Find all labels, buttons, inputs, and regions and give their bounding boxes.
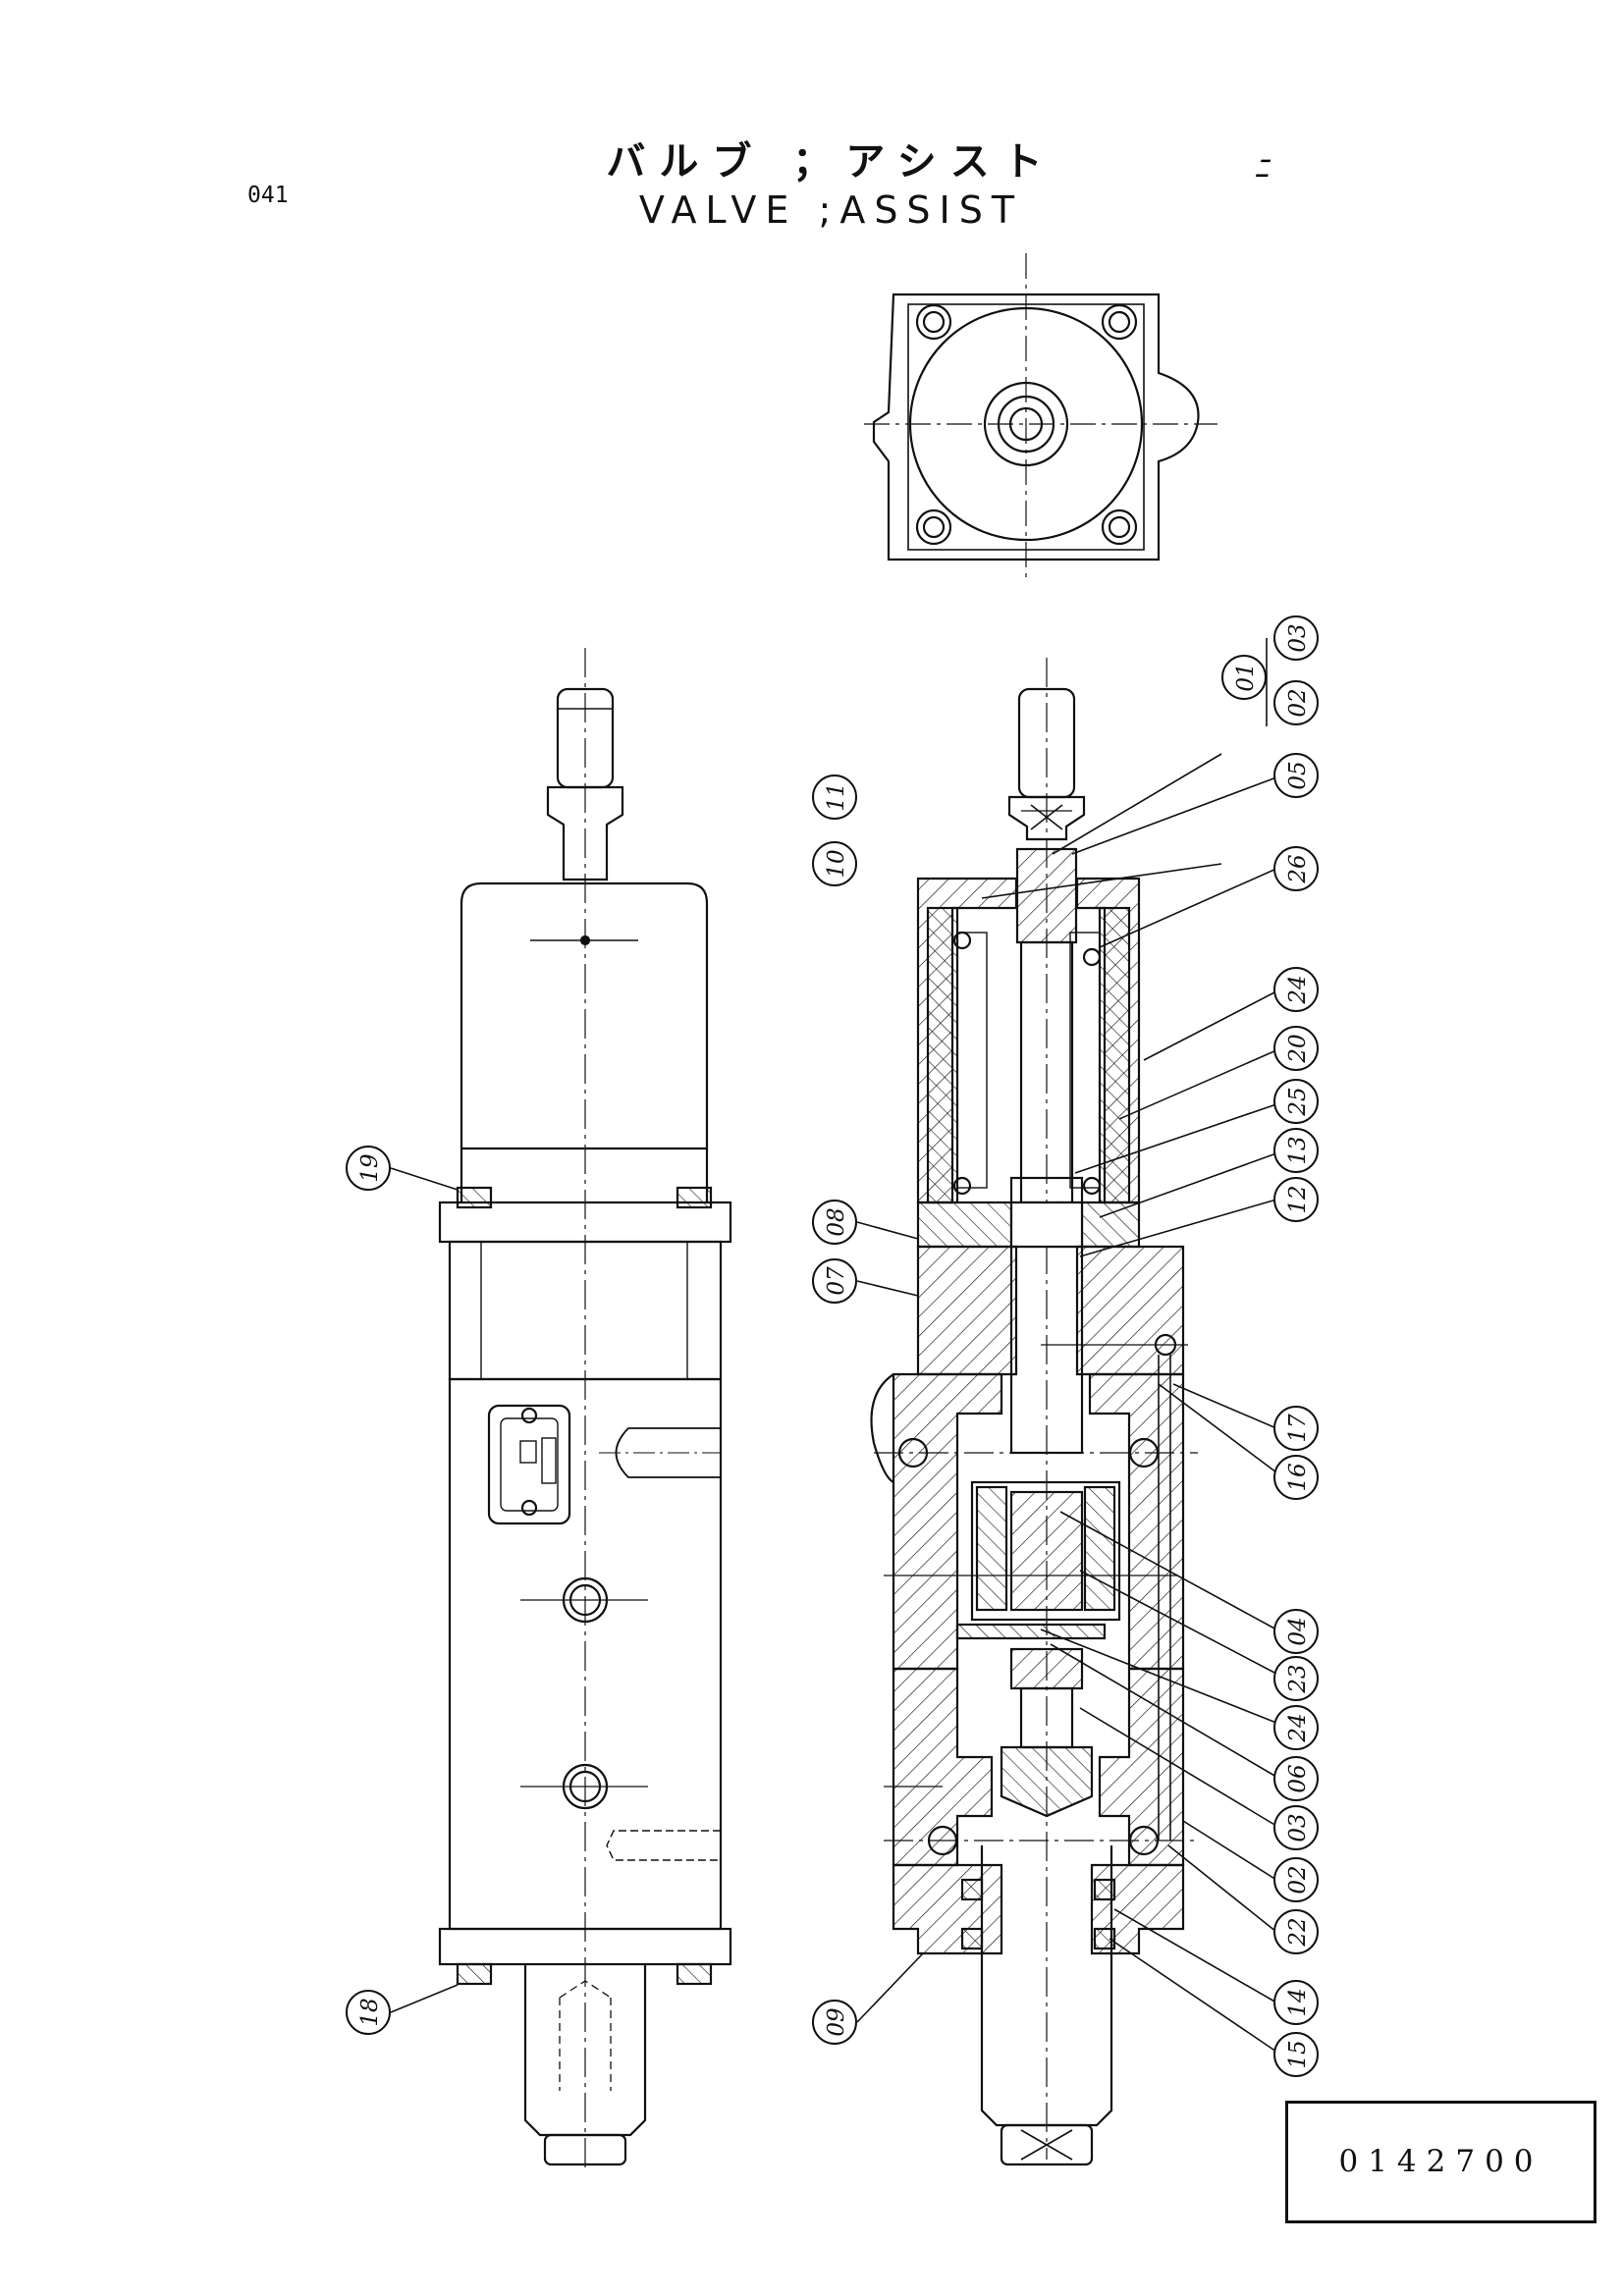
svg-text:24: 24 bbox=[1285, 1713, 1311, 1742]
callout-02-lower: 02 bbox=[1273, 1857, 1319, 1902]
svg-text:07: 07 bbox=[824, 1266, 849, 1296]
svg-text:26: 26 bbox=[1285, 854, 1311, 883]
svg-text:13: 13 bbox=[1285, 1136, 1311, 1164]
callout-18: 18 bbox=[346, 1990, 391, 2035]
svg-text:17: 17 bbox=[1285, 1414, 1311, 1443]
title-japanese: バルブ ；アシスト bbox=[606, 139, 1056, 185]
callout-14: 14 bbox=[1273, 1980, 1319, 2025]
svg-text:11: 11 bbox=[824, 782, 849, 811]
callout-04-right: 04 bbox=[1273, 1609, 1319, 1654]
callout-16: 16 bbox=[1273, 1455, 1319, 1500]
leader-lines bbox=[390, 674, 1277, 2053]
callout-06: 06 bbox=[1273, 1756, 1319, 1801]
section-view bbox=[870, 658, 1198, 2166]
callout-13: 13 bbox=[1273, 1128, 1319, 1173]
callout-22: 22 bbox=[1273, 1909, 1319, 1954]
callout-11-top: 11 bbox=[812, 774, 857, 820]
svg-text:22: 22 bbox=[1285, 1917, 1311, 1947]
callout-17: 17 bbox=[1273, 1406, 1319, 1451]
callout-10: 10 bbox=[812, 841, 857, 886]
callout-15: 15 bbox=[1273, 2032, 1319, 2077]
callout-09: 09 bbox=[812, 2000, 857, 2045]
svg-text:16: 16 bbox=[1285, 1463, 1311, 1491]
callout-24-lower: 24 bbox=[1273, 1705, 1319, 1750]
svg-text:10: 10 bbox=[824, 849, 849, 878]
svg-text:12: 12 bbox=[1285, 1185, 1311, 1213]
callout-12: 12 bbox=[1273, 1177, 1319, 1222]
svg-text:18: 18 bbox=[357, 1998, 383, 2026]
page-number: 041 bbox=[247, 183, 289, 208]
callout-05: 05 bbox=[1273, 753, 1319, 798]
callout-08: 08 bbox=[812, 1200, 857, 1245]
svg-text:19: 19 bbox=[357, 1153, 383, 1182]
svg-text:02: 02 bbox=[1285, 1865, 1311, 1894]
callout-25: 25 bbox=[1273, 1079, 1319, 1124]
svg-text:23: 23 bbox=[1285, 1664, 1311, 1693]
callout-01: 01 bbox=[1221, 655, 1267, 700]
callout-24-upper: 24 bbox=[1273, 967, 1319, 1012]
title-english: VALVE ;ASSIST bbox=[638, 188, 1024, 232]
svg-text:08: 08 bbox=[824, 1207, 849, 1236]
callout-23: 23 bbox=[1273, 1656, 1319, 1701]
svg-text:15: 15 bbox=[1285, 2040, 1311, 2068]
svg-text:06: 06 bbox=[1285, 1764, 1311, 1792]
corner-mark: ﾆ bbox=[1254, 152, 1271, 187]
svg-text:24: 24 bbox=[1285, 975, 1311, 1004]
callout-03-lower: 03 bbox=[1273, 1805, 1319, 1850]
svg-text:05: 05 bbox=[1285, 761, 1311, 789]
svg-text:03: 03 bbox=[1285, 1813, 1311, 1842]
part-number-box: 0142700 bbox=[1285, 2101, 1596, 2223]
callout-03: 03 bbox=[1273, 615, 1319, 661]
svg-text:20: 20 bbox=[1285, 1034, 1311, 1063]
svg-text:14: 14 bbox=[1285, 1988, 1311, 2016]
svg-text:03: 03 bbox=[1285, 623, 1311, 652]
callout-20: 20 bbox=[1273, 1026, 1319, 1071]
svg-text:02: 02 bbox=[1285, 688, 1311, 717]
top-view bbox=[864, 253, 1217, 579]
svg-text:01: 01 bbox=[1233, 663, 1259, 691]
side-view bbox=[438, 648, 732, 2169]
svg-text:04: 04 bbox=[1285, 1617, 1311, 1645]
svg-text:09: 09 bbox=[824, 2007, 849, 2036]
callout-19: 19 bbox=[346, 1146, 391, 1191]
callout-02: 02 bbox=[1273, 680, 1319, 725]
callout-07: 07 bbox=[812, 1258, 857, 1304]
callout-26: 26 bbox=[1273, 846, 1319, 891]
svg-text:25: 25 bbox=[1285, 1087, 1311, 1116]
part-number: 0142700 bbox=[1338, 2144, 1543, 2179]
